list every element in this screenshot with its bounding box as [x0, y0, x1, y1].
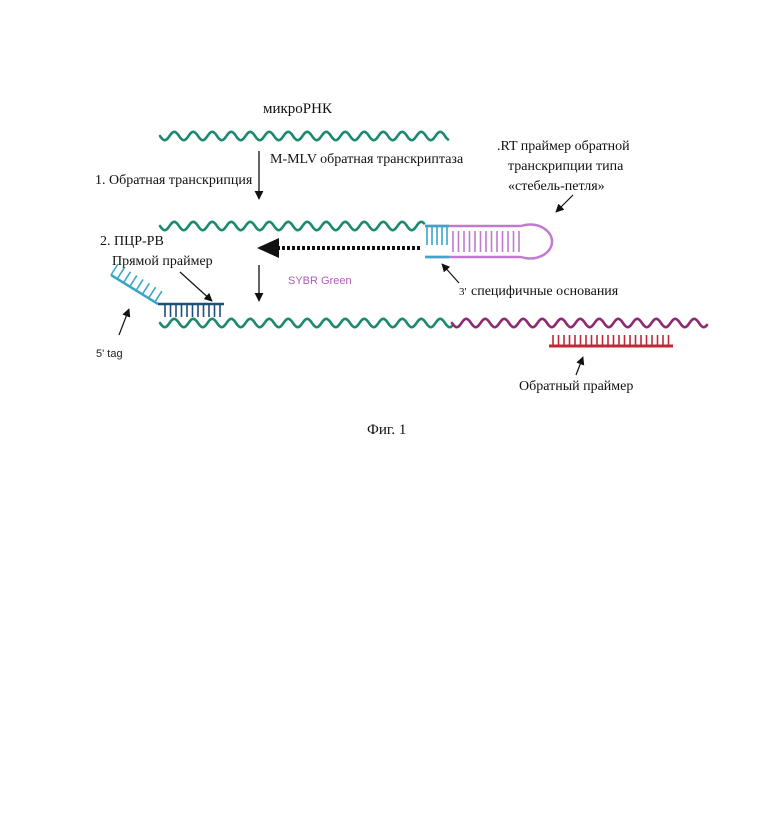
mirna-strand	[160, 132, 448, 140]
tag-base	[130, 276, 137, 287]
reverse-primer-label: Обратный праймер	[519, 379, 633, 394]
tag-base	[136, 279, 143, 290]
specific-bases-label: специфичные основания	[471, 284, 619, 299]
five-tag-pointer-arrow	[119, 309, 129, 335]
sybr-green-label: SYBR Green	[288, 275, 352, 287]
specific-bases-pointer-arrow	[442, 264, 459, 283]
tag-base	[117, 268, 124, 279]
stem-loop-rt-primer	[425, 225, 552, 259]
forward-primer-label: Прямой праймер	[112, 254, 213, 269]
forward-primer-pointer-arrow	[180, 272, 212, 301]
step1-label: 1. Обратная транскрипция	[95, 173, 253, 188]
rt-primer-label-line3: «стебель-петля»	[508, 179, 605, 194]
rt-primer-label-line1: .RT праймер обратной	[497, 139, 630, 154]
three-prime-label: 3'	[459, 286, 467, 298]
cdna-strand	[160, 319, 452, 327]
tag-base	[149, 287, 156, 298]
tag-base	[124, 272, 131, 283]
five-prime-tag-bases	[111, 264, 162, 302]
tag-base	[142, 283, 149, 294]
step2-label: 2. ПЦР-РВ	[100, 234, 164, 249]
reverse-primer-pointer-arrow	[576, 357, 583, 375]
mirna-label: микроРНК	[263, 101, 333, 117]
five-tag-label: 5' tag	[96, 348, 123, 360]
rt-primer-label-line2: транскрипции типа	[508, 159, 624, 174]
reverse-primer-bases	[553, 335, 669, 346]
forward-primer-bases	[165, 304, 220, 317]
enzyme-label: M-MLV обратная транскриптаза	[270, 152, 464, 167]
rt-primer-pointer-arrow	[556, 195, 573, 212]
reverse-primer	[549, 335, 673, 346]
stem-loop	[521, 225, 552, 259]
extension-arrowhead	[257, 238, 279, 258]
mirna-strand-annealed	[160, 222, 424, 230]
cdna-stem-loop-extension	[452, 319, 707, 327]
tag-base	[155, 291, 162, 302]
forward-primer	[111, 264, 224, 317]
figure-caption: Фиг. 1	[367, 422, 406, 438]
stem-base-pairs	[425, 226, 519, 257]
